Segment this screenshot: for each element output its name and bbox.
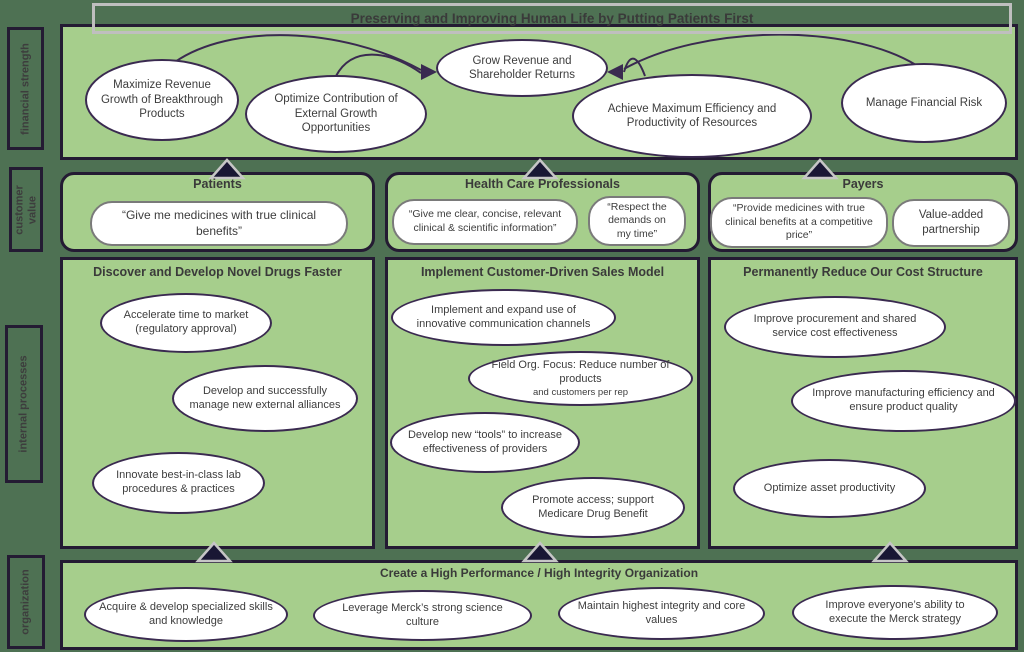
discover-develop-header: Discover and Develop Novel Drugs Faster xyxy=(93,265,342,279)
perspective-label-financial-strength: financial strength xyxy=(7,27,44,150)
objective-communication-channels: Implement and expand use of innovative c… xyxy=(391,289,616,346)
objective-maximize-revenue-growth: Maximize Revenue Growth of Breakthrough … xyxy=(85,59,239,141)
map-title: Preserving and Improving Human Life by P… xyxy=(350,11,754,26)
objective-manage-financial-risk: Manage Financial Risk xyxy=(841,63,1007,143)
payers-quote-price: “Provide medicines with true clinical be… xyxy=(710,197,888,248)
sales-model-header: Implement Customer-Driven Sales Model xyxy=(420,265,665,279)
cost-structure-header: Permanently Reduce Our Cost Structure xyxy=(743,265,983,279)
objective-science-culture: Leverage Merck’s strong science culture xyxy=(313,590,532,641)
payers-header: Payers xyxy=(842,177,884,191)
objective-achieve-max-efficiency: Achieve Maximum Efficiency and Productiv… xyxy=(572,74,812,158)
objective-develop-new-tools: Develop new “tools” to increase effectiv… xyxy=(390,412,580,473)
objective-promote-access-medicare: Promote access; support Medicare Drug Be… xyxy=(501,477,685,538)
patients-quote: “Give me medicines with true clinical be… xyxy=(90,201,348,246)
perspective-label-organization: organization xyxy=(7,555,45,649)
objective-improve-procurement: Improve procurement and shared service c… xyxy=(724,296,946,358)
perspective-label-internal-processes: internal processes xyxy=(5,325,43,483)
objective-optimize-asset-productivity: Optimize asset productivity xyxy=(733,459,926,518)
organization-header: Create a High Performance / High Integri… xyxy=(379,566,699,580)
perspective-label-customer-value: customer value xyxy=(9,167,43,252)
objective-manage-external-alliances: Develop and successfully manage new exte… xyxy=(172,365,358,432)
objective-acquire-skills: Acquire & develop specialized skills and… xyxy=(84,587,288,642)
title-bar: Preserving and Improving Human Life by P… xyxy=(92,3,1012,34)
objective-field-org-focus: Field Org. Focus: Reduce number of produ… xyxy=(468,351,693,406)
objective-optimize-external-growth: Optimize Contribution of External Growth… xyxy=(245,75,427,153)
hcp-quote-information: “Give me clear, concise, relevant clinic… xyxy=(392,199,578,245)
payers-value-added-partnership: Value-added partnership xyxy=(892,199,1010,247)
objective-innovate-lab-procedures: Innovate best-in-class lab procedures & … xyxy=(92,452,265,514)
objective-accelerate-time-to-market: Accelerate time to market (regulatory ap… xyxy=(100,293,272,353)
objective-improve-manufacturing: Improve manufacturing efficiency and ens… xyxy=(791,370,1016,432)
hcp-header: Health Care Professionals xyxy=(465,177,620,191)
patients-header: Patients xyxy=(193,177,242,191)
objective-grow-revenue-shareholder-returns: Grow Revenue and Shareholder Returns xyxy=(436,39,608,97)
hcp-quote-time: “Respect the demands on my time” xyxy=(588,196,686,246)
objective-integrity-core-values: Maintain highest integrity and core valu… xyxy=(558,587,765,640)
objective-execute-merck-strategy: Improve everyone’s ability to execute th… xyxy=(792,585,998,640)
